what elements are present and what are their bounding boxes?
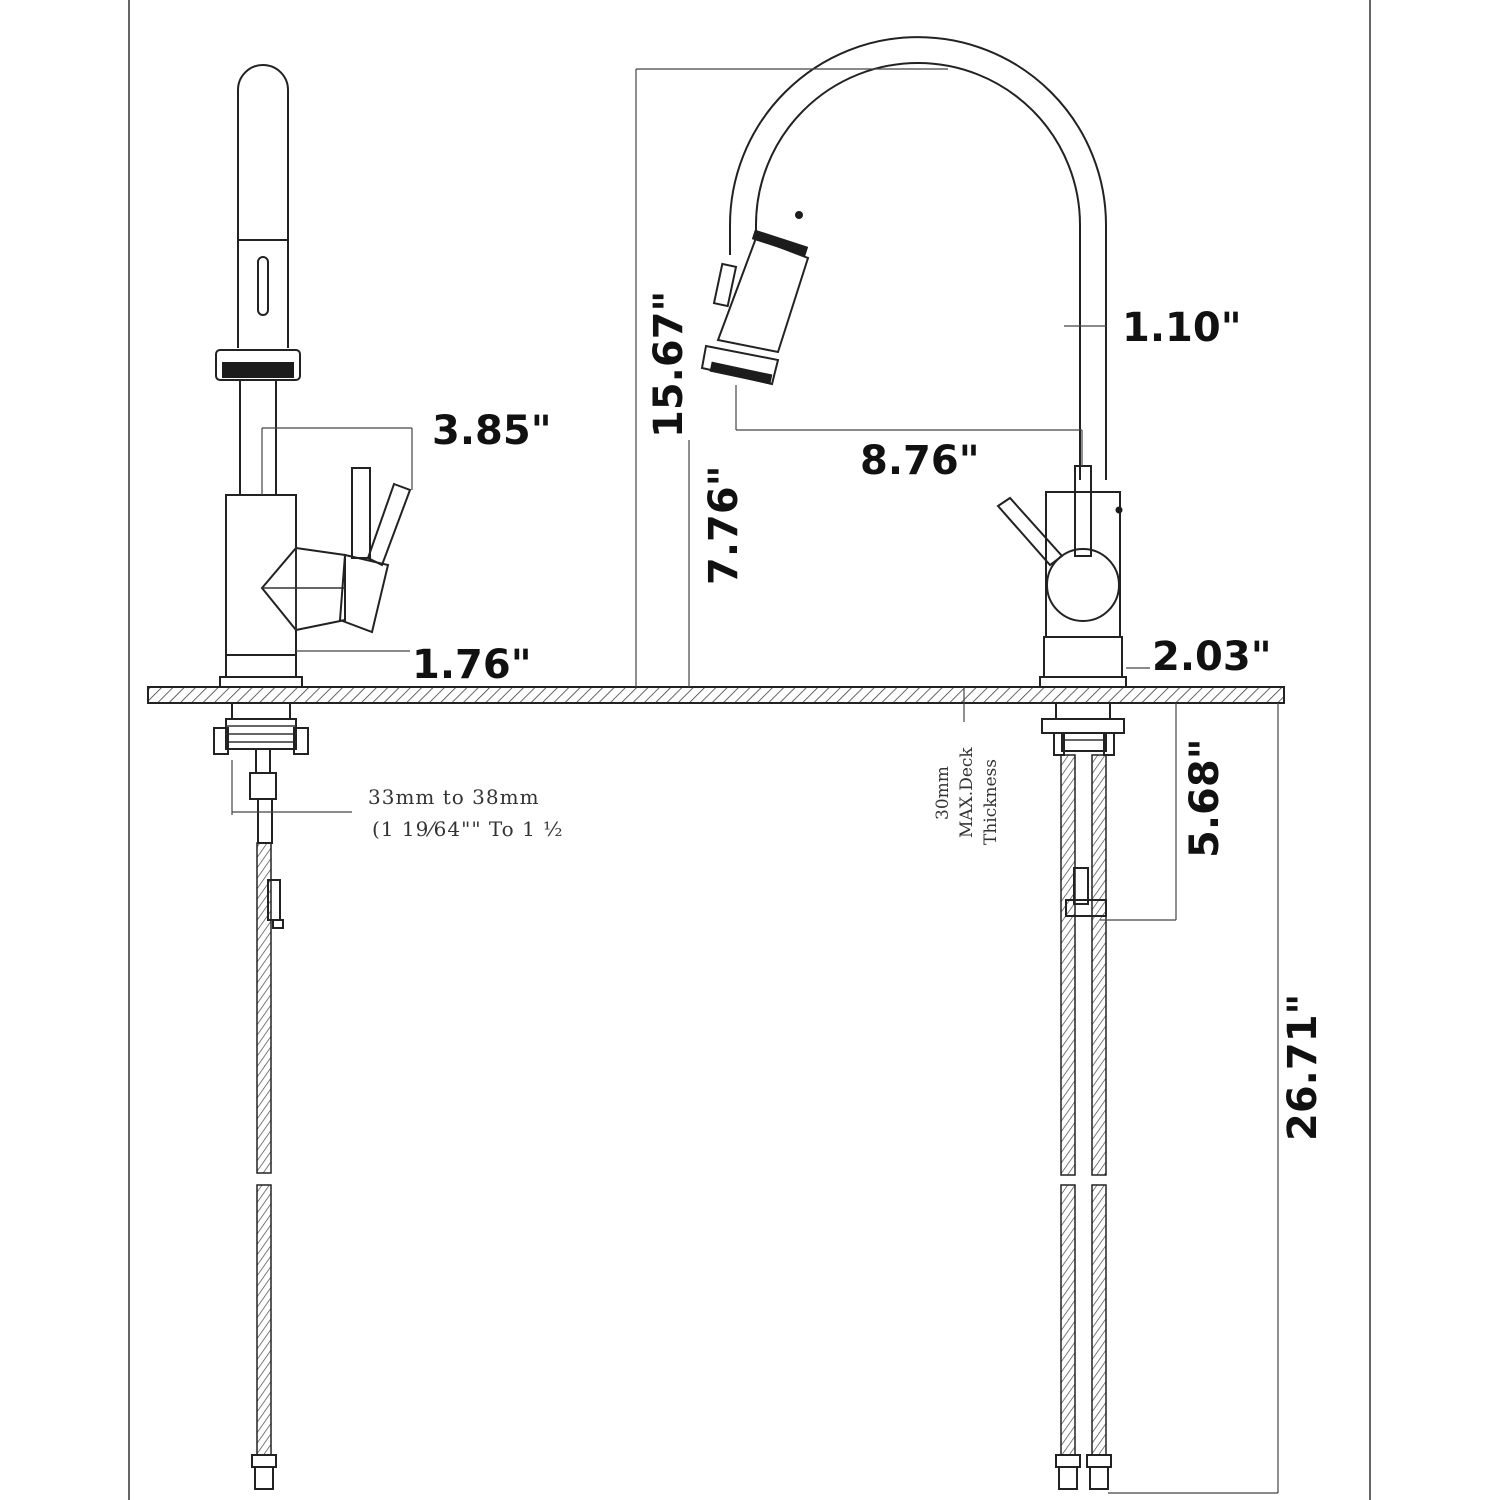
right-supply-hoses [1055,754,1112,1490]
left-faucet-side-view [215,64,412,688]
page-frame [128,0,1371,1500]
left-mounting-hardware [213,702,352,844]
dimension-label-1-76: 1.76" [412,642,532,688]
countertop-deck [147,686,1285,704]
left-supply-hoses [251,842,284,1490]
right-faucet-front-view [700,36,1127,688]
hole-size-note-line2: (1 19⁄64"" To 1 ½ [372,817,564,841]
dimension-label-8-76: 8.76" [860,438,980,484]
deck-thickness-note-line2: MAX.Deck [957,747,977,838]
dimension-label-5-68: 5.68" [1182,738,1228,858]
dimension-label-26-71: 26.71" [1280,994,1326,1141]
deck-thickness-note-line1: 30mm [933,766,953,820]
dimension-label-3-85: 3.85" [432,408,552,454]
hole-size-note-line1: 33mm to 38mm [368,785,540,809]
dimension-lines [261,68,1279,1494]
deck-thickness-note-line3: Thickness [981,759,1001,845]
dimension-label-1-10: 1.10" [1122,305,1242,351]
dimension-label-7-76: 7.76" [701,465,747,585]
dimension-label-15-67: 15.67" [646,291,692,438]
right-mounting-hardware [1041,702,1125,756]
dimension-label-2-03: 2.03" [1152,634,1272,680]
